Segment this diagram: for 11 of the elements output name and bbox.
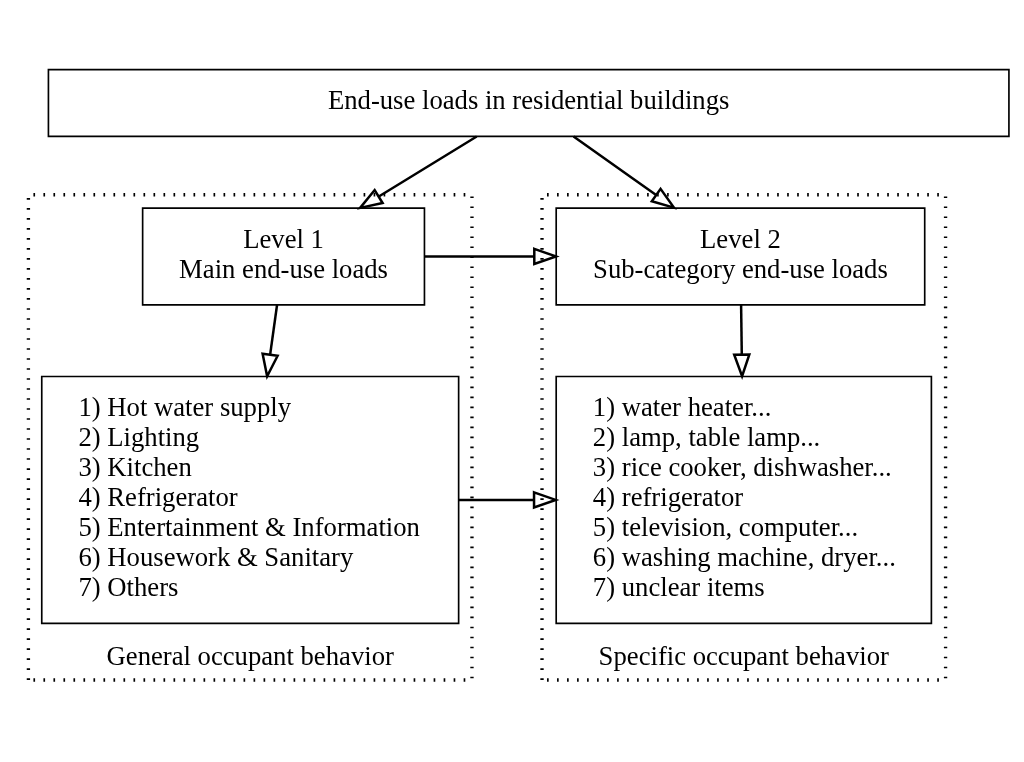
arrow xyxy=(732,304,752,380)
node-box: 1) Hot water supply 2) Lighting 3) Kitchen 4) Refrigerator 5) Entertainment & Information 6) Housework & Sanitary 7) Others xyxy=(40,375,460,624)
arrow xyxy=(261,304,280,380)
node-box: Level 2 Sub-category end-use loads xyxy=(555,206,926,306)
arrow xyxy=(356,134,478,210)
arrow xyxy=(424,246,560,266)
node-box: End-use loads in residential buildings xyxy=(47,68,1010,137)
node-box: Level 1 Main end-use loads xyxy=(141,206,426,306)
arrow xyxy=(572,135,677,210)
node-box: 1) water heater... 2) lamp, table lamp... 3) rice cooker, dishwasher... 4) refrigerator 5) television, computer... 6) washing machine, dryer... 7) unclear items xyxy=(555,375,933,624)
arrow xyxy=(458,490,560,509)
